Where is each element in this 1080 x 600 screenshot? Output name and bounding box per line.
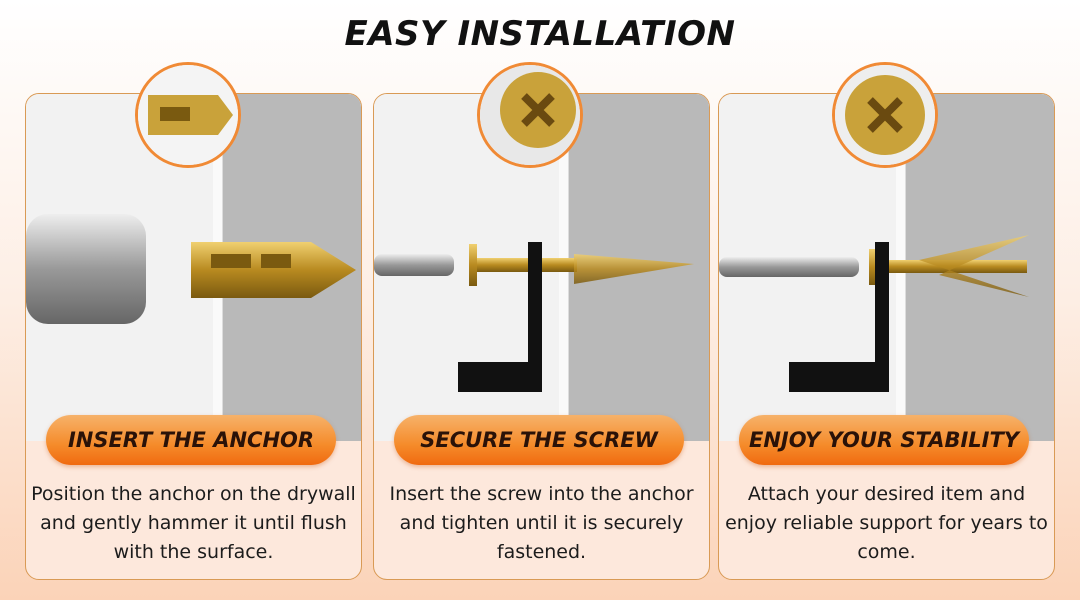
step-description: Insert the screw into the anchor and tig… [389, 483, 694, 563]
step-label: SECURE THE SCREW [394, 415, 684, 465]
anchor-closeup-image [135, 62, 241, 168]
step-description: Attach your desired item and enjoy relia… [725, 483, 1048, 563]
step-description: Position the anchor on the drywall and g… [31, 483, 356, 563]
hammer-anchor-illustration [26, 214, 356, 324]
step-label: ENJOY YOUR STABILITY [739, 415, 1029, 465]
step-illustration [374, 94, 709, 441]
installed-anchor-illustration [719, 235, 1029, 392]
installed-screw-closeup-image [832, 62, 938, 168]
step-panel-secure-screw: SECURE THE SCREW Insert the screw into t… [373, 93, 710, 580]
screw-head-closeup-image [477, 62, 583, 168]
screw-bracket-illustration [374, 242, 694, 392]
page-title: EASY INSTALLATION [344, 14, 736, 54]
step-label: INSERT THE ANCHOR [46, 415, 336, 465]
step-panel-enjoy-stability: ENJOY YOUR STABILITY Attach your desired… [718, 93, 1055, 580]
